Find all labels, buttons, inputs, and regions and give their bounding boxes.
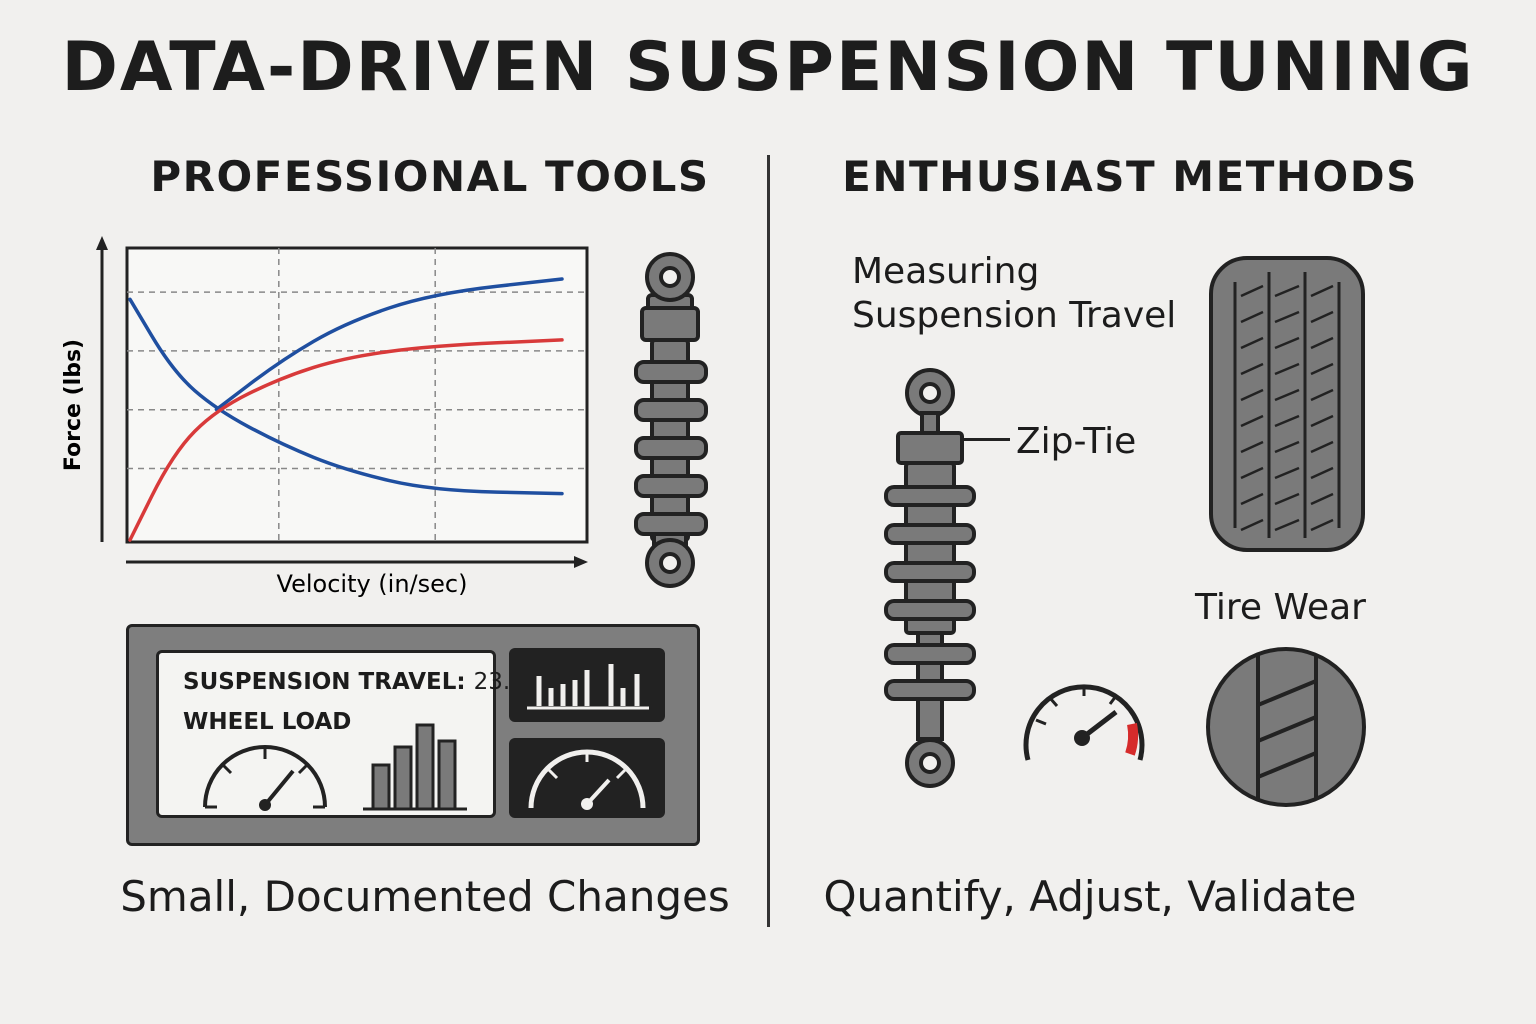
tread-groove	[1274, 440, 1300, 454]
tread-groove	[1240, 310, 1264, 324]
travel-gauge-icon	[1023, 684, 1145, 761]
data-dashboard: SUSPENSION TRAVEL: 23.6mm WHEEL LOAD	[126, 624, 700, 846]
section-divider	[767, 155, 770, 927]
force-velocity-chart: Force (lbs) Velocity (in/sec)	[61, 236, 589, 598]
right-footer-text: Quantify, Adjust, Validate	[823, 872, 1357, 921]
bar-chart-icon	[527, 664, 649, 710]
tread-groove	[1240, 336, 1264, 350]
tread-groove	[1310, 518, 1334, 532]
tread-groove	[1274, 310, 1300, 324]
bar-screen	[509, 648, 665, 722]
tread-groove	[1240, 414, 1264, 428]
professional-tools-heading: PROFESSIONAL TOOLS	[150, 152, 710, 201]
suspension-travel-label: SUSPENSION TRAVEL:	[183, 669, 466, 695]
tread-groove	[1310, 492, 1334, 506]
y-axis-label: Force (lbs)	[61, 339, 86, 471]
tread-groove	[1274, 284, 1300, 298]
tread-groove	[1274, 466, 1300, 480]
tread-groove	[1240, 388, 1264, 402]
tread-groove	[1310, 388, 1334, 402]
zip-tie-pointer	[962, 438, 1010, 441]
tread-groove	[1240, 440, 1264, 454]
tread-groove	[1310, 362, 1334, 376]
gauge-screen	[509, 738, 665, 818]
dashboard-screen: SUSPENSION TRAVEL: 23.6mm WHEEL LOAD	[156, 650, 570, 818]
tread-groove	[1310, 414, 1334, 428]
tread-groove	[1310, 336, 1334, 350]
zip-tie-label: Zip-Tie	[1016, 421, 1137, 462]
shock-absorber-icon	[634, 252, 708, 588]
chart-curves	[128, 277, 564, 542]
tire-wear-icon	[1206, 647, 1366, 807]
chart-series-line-1	[128, 297, 564, 496]
measuring-label-line2: Suspension Travel	[852, 295, 1177, 336]
tread-groove	[1274, 388, 1300, 402]
tread-groove	[1274, 492, 1300, 506]
coilover-shock-icon	[884, 368, 976, 788]
speedometer-icon	[528, 749, 646, 810]
tread-groove	[1274, 362, 1300, 376]
tread-groove	[1310, 440, 1334, 454]
tread-groove	[1240, 362, 1264, 376]
tread-groove	[1240, 492, 1264, 506]
chart-series-line-3	[128, 338, 564, 542]
page-title: DATA-DRIVEN SUSPENSION TUNING	[61, 28, 1475, 107]
tread-groove	[1240, 518, 1264, 532]
tread-groove	[1310, 466, 1334, 480]
bar-graph-icon	[363, 723, 467, 811]
enthusiast-methods-heading: ENTHUSIAST METHODS	[842, 152, 1418, 201]
tread-groove	[1274, 414, 1300, 428]
x-axis-label: Velocity (in/sec)	[277, 570, 468, 598]
gauge-icon	[203, 745, 327, 811]
measuring-label-line1: Measuring	[852, 251, 1040, 292]
tread-groove	[1240, 284, 1264, 298]
chart-axes	[96, 236, 588, 568]
tire-tread-icon	[1209, 256, 1365, 552]
chart-series-line-2	[214, 277, 564, 412]
tread-groove	[1240, 466, 1264, 480]
tread-groove	[1274, 336, 1300, 350]
tread-groove	[1310, 310, 1334, 324]
tire-wear-label: Tire Wear	[1195, 587, 1366, 628]
tread-groove	[1310, 284, 1334, 298]
tread-groove	[1274, 518, 1300, 532]
wheel-load-label: WHEEL LOAD	[183, 709, 352, 735]
left-footer-text: Small, Documented Changes	[120, 872, 730, 921]
